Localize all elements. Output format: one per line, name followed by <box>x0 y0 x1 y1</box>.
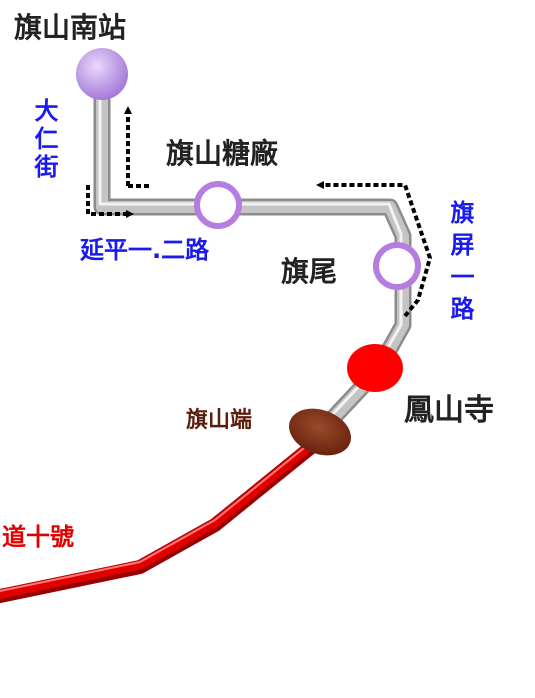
fengshan-temple-marker <box>347 344 403 392</box>
yanping-road-arrow <box>86 185 134 218</box>
road-label-qiping-road: 旗屏一路 <box>446 200 474 328</box>
road-label-greenway: 道十號 <box>2 523 74 551</box>
qiwei-marker <box>373 242 421 290</box>
qishan-end-marker <box>289 408 351 456</box>
qishan-south-terminal-marker <box>76 48 128 100</box>
station-label-qishan-south: 旗山南站 <box>14 11 127 44</box>
road-label-daren-street: 大仁街 <box>30 98 58 182</box>
qiping-road-route <box>316 181 433 318</box>
station-label-qishan-sugar-factory: 旗山糖廠 <box>166 137 279 170</box>
qishan-sugar-factory-marker <box>194 181 242 229</box>
station-label-qishan-end: 旗山端 <box>186 408 253 433</box>
dotted-route-arrows <box>86 106 433 318</box>
greenway-line <box>0 433 327 603</box>
station-label-qiwei: 旗尾 <box>281 255 338 288</box>
road-label-yanping-road: 延平一.二路 <box>80 236 210 264</box>
station-label-fengshan-temple: 鳳山寺 <box>404 393 494 428</box>
